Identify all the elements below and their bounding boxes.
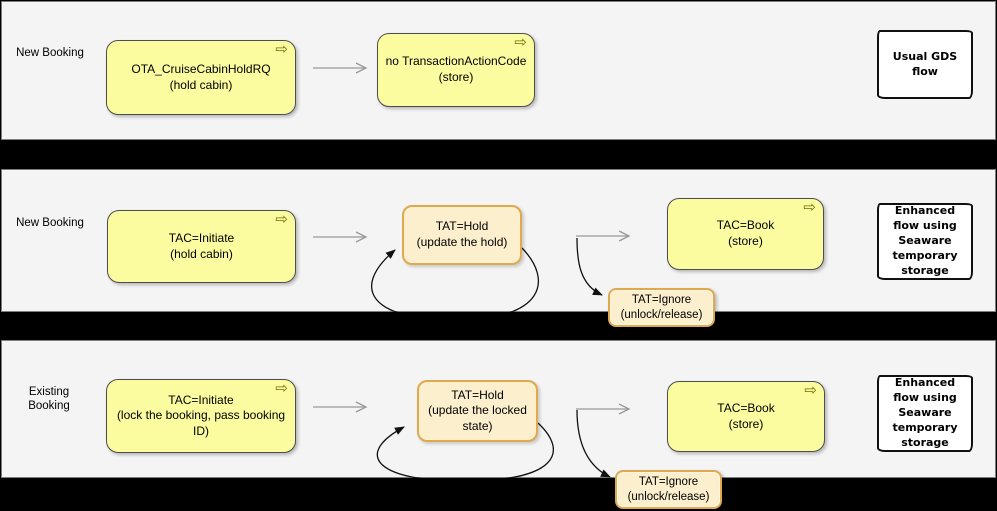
node-title: TAT=Hold	[451, 387, 504, 402]
annotation-text: Enhanced flow using Seaware temporary st…	[892, 376, 958, 449]
annotation-enhanced-flow-l3: Enhanced flow using Seaware temporary st…	[877, 375, 973, 452]
node-subtitle: (store)	[728, 416, 764, 431]
node-l3-tac-book: ⇨ TAC=Book (store)	[667, 381, 825, 452]
annotation-text: Enhanced flow using Seaware temporary st…	[892, 204, 958, 277]
task-arrow-icon: ⇨	[275, 41, 288, 58]
node-title: TAC=Book	[716, 218, 775, 233]
lane-label-new-booking-2: New Booking	[16, 217, 84, 229]
node-title: TAT=Ignore	[631, 293, 692, 306]
node-no-transactionactioncode: ⇨ no TransactionActionCode (store)	[377, 33, 535, 107]
node-title: TAC=Book	[717, 400, 775, 415]
task-arrow-icon: ⇨	[275, 380, 288, 397]
annotation-usual-gds-flow: Usual GDS flow	[877, 30, 973, 99]
separator-bar	[0, 312, 997, 340]
separator-bar	[0, 140, 997, 169]
annotation-text: Usual GDS flow	[892, 49, 958, 78]
node-ota-cruisecabinholdrq: ⇨ OTA_CruiseCabinHoldRQ (hold cabin)	[106, 40, 296, 115]
node-title: TAC=Initiate	[168, 230, 235, 245]
task-arrow-icon: ⇨	[804, 382, 817, 399]
node-l2-tat-ignore: TAT=Ignore (unlock/release)	[608, 288, 715, 327]
node-subtitle: (store)	[438, 70, 474, 84]
node-l3-tac-initiate: ⇨ TAC=Initiate (lock the booking, pass b…	[106, 379, 296, 453]
node-l3-tat-ignore: TAT=Ignore (unlock/release)	[615, 470, 722, 509]
lane-label-existing-booking: Existing Booking	[28, 386, 70, 413]
node-l2-tac-initiate: ⇨ TAC=Initiate (hold cabin)	[107, 210, 296, 283]
node-subtitle: (lock the booking, pass booking ID)	[116, 408, 286, 438]
task-arrow-icon: ⇨	[514, 34, 527, 51]
task-arrow-icon: ⇨	[803, 199, 816, 216]
annotation-enhanced-flow-l2: Enhanced flow using Seaware temporary st…	[877, 203, 973, 280]
node-l2-tat-hold: TAT=Hold (update the hold)	[402, 205, 522, 265]
node-subtitle: (hold cabin)	[169, 77, 233, 92]
separator-bar	[0, 478, 997, 511]
node-subtitle: (store)	[728, 234, 763, 248]
node-title: OTA_CruiseCabinHoldRQ	[131, 61, 271, 76]
node-title: TAT=Ignore	[638, 475, 699, 488]
node-title: TAC=Initiate	[168, 392, 234, 407]
node-l2-tac-book: ⇨ TAC=Book (store)	[667, 198, 824, 270]
node-title: TAT=Hold	[435, 219, 489, 234]
node-subtitle: (update the locked state)	[428, 403, 527, 433]
node-subtitle: (unlock/release)	[627, 490, 710, 503]
node-subtitle: (unlock/release)	[620, 308, 703, 321]
lane-label-new-booking-1: New Booking	[16, 47, 84, 59]
task-arrow-icon: ⇨	[275, 211, 288, 228]
node-subtitle: (update the hold)	[416, 235, 508, 249]
node-l3-tat-hold: TAT=Hold (update the locked state)	[417, 380, 538, 442]
node-subtitle: (hold cabin)	[170, 246, 233, 261]
node-title: no TransactionActionCode	[385, 54, 527, 69]
